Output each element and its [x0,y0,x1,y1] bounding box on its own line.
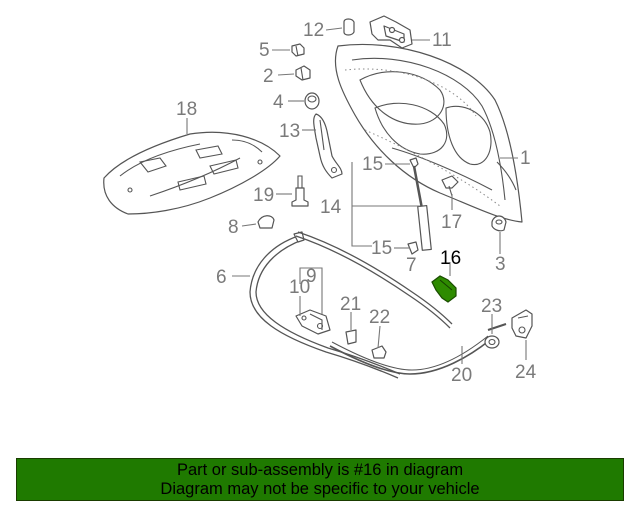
callout-13: 13 [279,121,300,142]
callout-labels: 12 11 5 2 4 18 13 1 15 19 14 17 8 9 3 15… [176,20,537,386]
leader-lines [186,27,527,364]
callout-15-lower: 15 [371,238,392,259]
callout-14: 14 [320,197,342,218]
parts-diagram: 12 11 5 2 4 18 13 1 15 19 14 17 8 9 3 15… [103,15,537,386]
callout-7: 7 [406,255,417,276]
banner-line-disclaimer: Diagram may not be specific to your vehi… [160,480,480,498]
callout-1: 1 [520,148,531,169]
latch-part-10 [295,309,331,335]
hood-panel [334,43,523,223]
weatherstrip-part-7 [295,231,453,329]
stud-part-17 [441,175,459,197]
cable-part-20 [329,335,491,375]
bumper-part-4 [304,92,320,110]
bumper-part-3 [491,215,507,232]
callout-10: 10 [289,277,310,298]
insulation-pad-part-18 [103,131,281,215]
callout-21: 21 [340,294,361,315]
callout-4: 4 [273,92,284,113]
callout-19: 19 [253,185,274,206]
bracket-part-24 [511,309,533,339]
callout-24: 24 [515,362,537,383]
callout-2: 2 [263,66,274,87]
callout-15-upper: 15 [362,154,383,175]
callout-6: 6 [216,267,227,288]
banner-line-part-info: Part or sub-assembly is #16 in diagram [176,461,464,479]
plug-part-8 [257,215,275,229]
callout-18: 18 [176,99,197,120]
cable-end-part-23 [484,323,507,349]
clip-part-5 [291,43,305,57]
callout-23: 23 [481,296,502,317]
info-banner: Part or sub-assembly is #16 in diagram D… [16,458,624,501]
hinge-arm-part-13 [313,113,343,179]
callout-17: 17 [441,212,462,233]
clip-part-21 [345,329,357,345]
strut-part-14 [407,157,432,255]
clip-part-12 [343,18,355,36]
callout-22: 22 [369,307,390,328]
clip-part-2 [295,65,311,81]
callout-11: 11 [432,30,452,51]
release-handle-part-16[interactable] [431,275,457,303]
clip-part-22 [371,345,387,359]
hinge-part-11 [369,15,413,49]
callout-9: 9 [306,266,317,287]
callout-5: 5 [259,40,270,61]
callout-16[interactable]: 16 [440,248,461,269]
callout-12: 12 [303,20,324,41]
push-pin-part-19 [291,175,309,207]
callout-3: 3 [495,254,506,275]
callout-8: 8 [228,217,239,238]
callout-20: 20 [451,365,472,386]
